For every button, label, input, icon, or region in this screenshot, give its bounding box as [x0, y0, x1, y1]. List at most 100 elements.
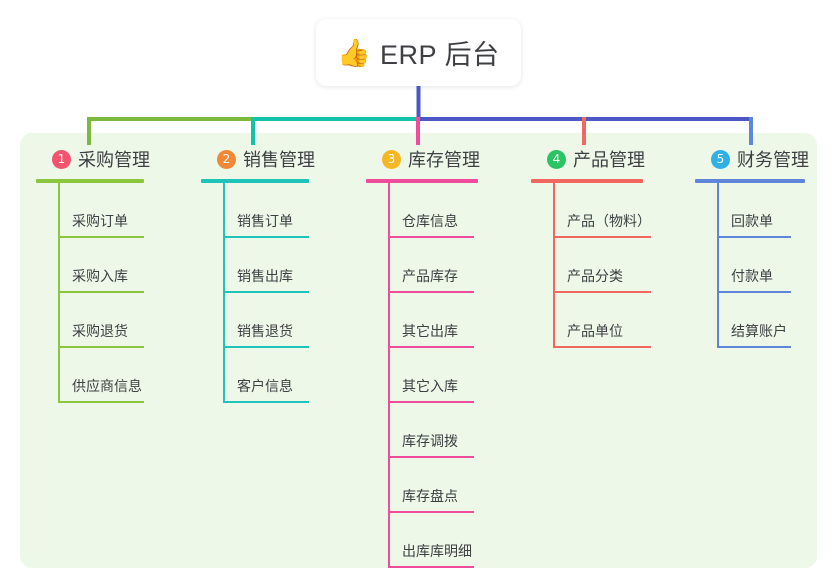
column-item-list: 仓库信息产品库存其它出库其它入库库存调拨库存盘点出库库明细 [366, 183, 516, 568]
column-underline [201, 179, 309, 183]
list-item-underline [553, 291, 651, 293]
list-item-label: 库存盘点 [402, 488, 458, 504]
list-item-underline [717, 291, 791, 293]
column-header-采购管理[interactable]: 1 采购管理 [36, 146, 186, 172]
list-item-underline [223, 291, 309, 293]
list-item-label: 回款单 [731, 213, 773, 229]
list-item-underline [553, 236, 651, 238]
list-item-underline [717, 236, 791, 238]
branch-trunk-line [553, 183, 555, 348]
branch-trunk-line [58, 183, 60, 403]
column-title: 采购管理 [78, 150, 150, 170]
list-item-underline [223, 401, 309, 403]
list-item-label: 客户信息 [237, 378, 293, 394]
list-item-label: 产品单位 [567, 323, 623, 339]
list-item-underline [388, 566, 474, 568]
list-item-label: 仓库信息 [402, 213, 458, 229]
column-title: 库存管理 [408, 150, 480, 170]
list-item[interactable]: 采购退货 [58, 293, 186, 348]
column-underline [531, 179, 643, 183]
column-财务管理: 5 财务管理回款单付款单结算账户 [695, 146, 839, 348]
column-badge-3: 3 [382, 149, 401, 169]
column-item-list: 销售订单销售出库销售退货客户信息 [201, 183, 351, 403]
list-item-underline [388, 456, 474, 458]
list-item[interactable]: 客户信息 [223, 348, 351, 403]
list-item-underline [223, 236, 309, 238]
root-node[interactable]: 👍 ERP 后台 [316, 19, 521, 86]
branch-trunk-line [717, 183, 719, 348]
list-item-underline [388, 236, 474, 238]
list-item-label: 采购入库 [72, 268, 128, 284]
list-item-label: 供应商信息 [72, 378, 142, 394]
column-销售管理: 2 销售管理销售订单销售出库销售退货客户信息 [201, 146, 351, 403]
column-title: 销售管理 [243, 150, 315, 170]
list-item[interactable]: 付款单 [717, 238, 839, 293]
list-item[interactable]: 产品单位 [553, 293, 681, 348]
column-underline [36, 179, 144, 183]
column-badge-5: 5 [711, 149, 730, 169]
list-item[interactable]: 产品（物料） [553, 183, 681, 238]
list-item[interactable]: 其它入库 [388, 348, 516, 403]
column-header-财务管理[interactable]: 5 财务管理 [695, 146, 839, 172]
list-item[interactable]: 出库库明细 [388, 513, 516, 568]
list-item-underline [58, 291, 144, 293]
list-item[interactable]: 库存调拨 [388, 403, 516, 458]
list-item-underline [388, 511, 474, 513]
diagram-background-panel [20, 133, 817, 568]
branch-trunk-line [388, 183, 390, 568]
column-badge-1: 1 [52, 149, 71, 169]
list-item-label: 销售出库 [237, 268, 293, 284]
list-item-label: 销售订单 [237, 213, 293, 229]
column-header-库存管理[interactable]: 3 库存管理 [366, 146, 516, 172]
list-item-label: 销售退货 [237, 323, 293, 339]
list-item[interactable]: 其它出库 [388, 293, 516, 348]
list-item[interactable]: 仓库信息 [388, 183, 516, 238]
list-item[interactable]: 采购订单 [58, 183, 186, 238]
list-item[interactable]: 产品库存 [388, 238, 516, 293]
list-item-underline [388, 291, 474, 293]
column-采购管理: 1 采购管理采购订单采购入库采购退货供应商信息 [36, 146, 186, 403]
column-item-list: 产品（物料） 产品分类产品单位 [531, 183, 681, 348]
list-item[interactable]: 产品分类 [553, 238, 681, 293]
list-item-label: 采购退货 [72, 323, 128, 339]
column-item-list: 回款单付款单结算账户 [695, 183, 839, 348]
list-item-label: 产品（物料） [567, 213, 651, 229]
column-badge-4: 4 [547, 149, 566, 169]
column-underline [366, 179, 478, 183]
list-item-label: 库存调拨 [402, 433, 458, 449]
column-title: 财务管理 [737, 150, 809, 170]
list-item[interactable]: 采购入库 [58, 238, 186, 293]
list-item[interactable]: 库存盘点 [388, 458, 516, 513]
list-item-underline [388, 401, 474, 403]
list-item[interactable]: 供应商信息 [58, 348, 186, 403]
list-item-underline [58, 401, 144, 403]
column-badge-2: 2 [217, 149, 236, 169]
column-库存管理: 3 库存管理仓库信息产品库存其它出库其它入库库存调拨库存盘点出库库明细 [366, 146, 516, 568]
list-item-label: 出库库明细 [402, 543, 472, 559]
list-item[interactable]: 销售出库 [223, 238, 351, 293]
thumbs-up-icon: 👍 [337, 38, 372, 68]
list-item-label: 其它入库 [402, 378, 458, 394]
list-item[interactable]: 回款单 [717, 183, 839, 238]
list-item[interactable]: 结算账户 [717, 293, 839, 348]
list-item-label: 结算账户 [731, 323, 787, 339]
list-item-underline [223, 346, 309, 348]
list-item-label: 产品分类 [567, 268, 623, 284]
root-title: ERP 后台 [380, 40, 500, 70]
list-item-label: 付款单 [731, 268, 773, 284]
column-item-list: 采购订单采购入库采购退货供应商信息 [36, 183, 186, 403]
list-item-label: 产品库存 [402, 268, 458, 284]
list-item[interactable]: 销售退货 [223, 293, 351, 348]
list-item-underline [58, 346, 144, 348]
list-item-underline [388, 346, 474, 348]
list-item[interactable]: 销售订单 [223, 183, 351, 238]
list-item-underline [58, 236, 144, 238]
column-underline [695, 179, 805, 183]
list-item-underline [717, 346, 791, 348]
list-item-label: 采购订单 [72, 213, 128, 229]
column-header-销售管理[interactable]: 2 销售管理 [201, 146, 351, 172]
branch-trunk-line [223, 183, 225, 403]
